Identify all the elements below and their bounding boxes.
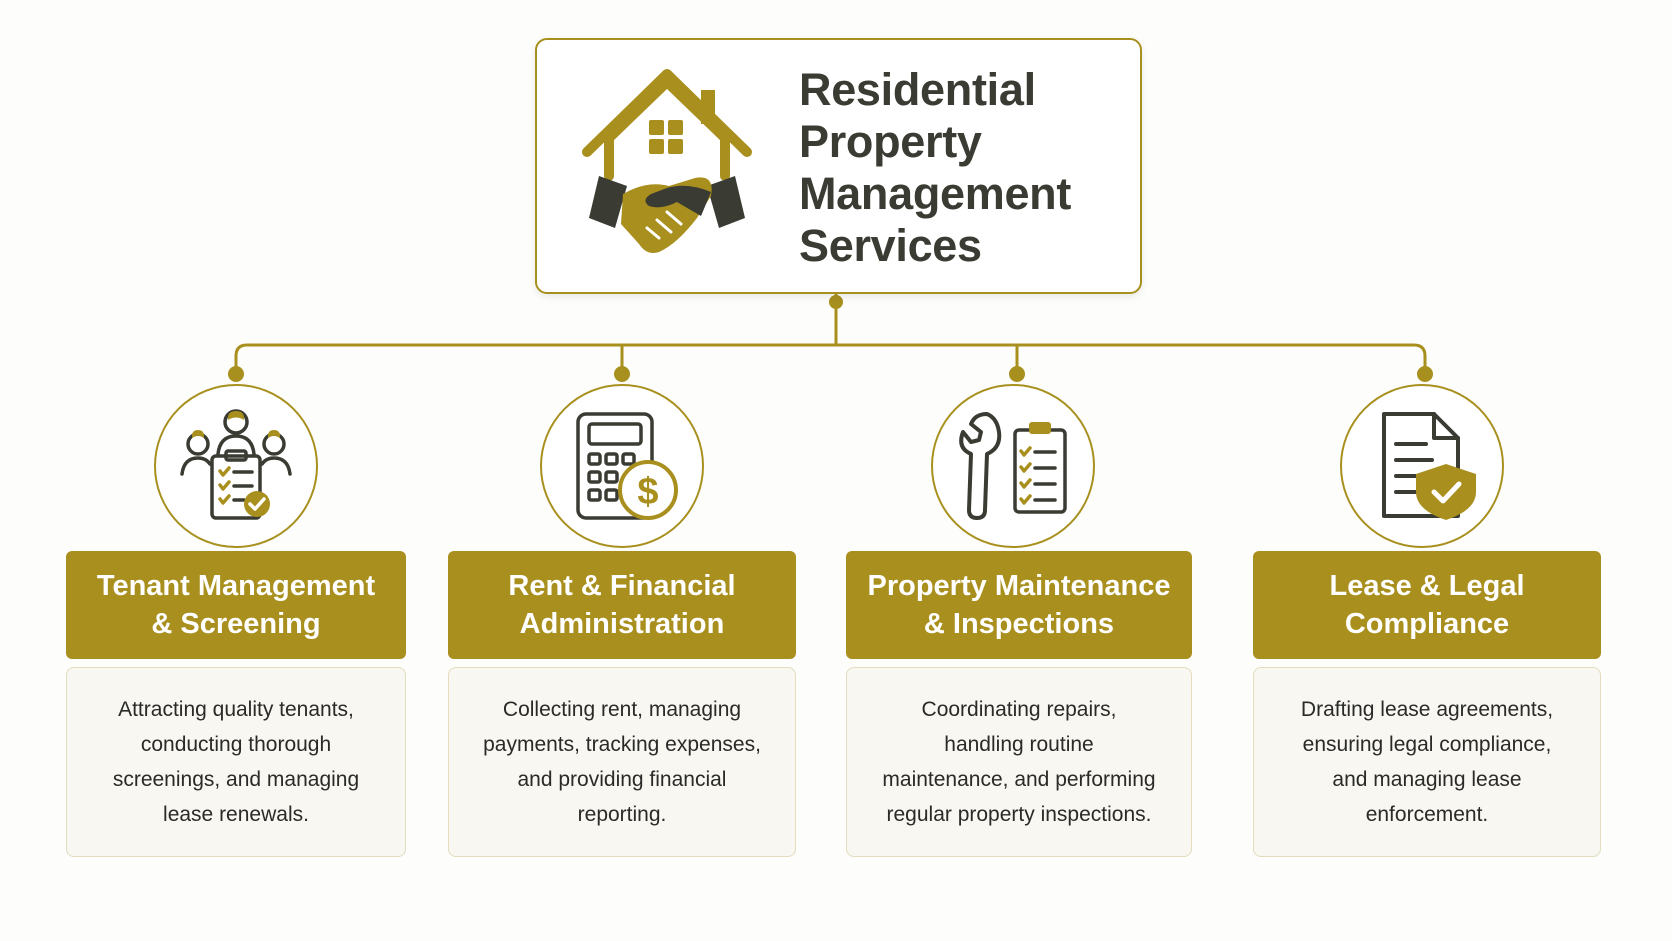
category-description-lease: Drafting lease agreements, ensuring lega… bbox=[1253, 667, 1601, 857]
category-header-line-2: Compliance bbox=[1344, 608, 1510, 640]
category-header-maintenance: Property Maintenance & Inspections bbox=[846, 551, 1192, 659]
category-header-line-1: Tenant Management bbox=[96, 570, 376, 602]
title-line-2: Property bbox=[799, 116, 982, 167]
title-line-4: Services bbox=[799, 220, 982, 271]
icon-circle-tenant bbox=[154, 384, 318, 548]
category-description-tenant: Attracting quality tenants, conducting t… bbox=[66, 667, 406, 857]
category-header-tenant: Tenant Management & Screening bbox=[66, 551, 406, 659]
icon-circle-lease bbox=[1340, 384, 1504, 548]
root-node: Residential Property Management Services bbox=[535, 38, 1142, 294]
category-header-line-1: Rent & Financial bbox=[508, 570, 736, 602]
house-handshake-icon bbox=[582, 69, 752, 253]
category-header-line-1: Lease & Legal bbox=[1329, 570, 1525, 602]
icon-circle-rent: $ bbox=[540, 384, 704, 548]
svg-text:$: $ bbox=[637, 471, 658, 513]
title-line-1: Residential bbox=[799, 64, 1036, 115]
category-description-rent: Collecting rent, managing payments, trac… bbox=[448, 667, 796, 857]
category-header-line-2: & Screening bbox=[151, 608, 321, 640]
category-description-maintenance: Coordinating repairs, handling routine m… bbox=[846, 667, 1192, 857]
calculator-dollar-icon: $ bbox=[576, 412, 678, 520]
page-title: Residential Property Management Services bbox=[799, 64, 1129, 272]
category-header-lease: Lease & Legal Compliance bbox=[1253, 551, 1601, 659]
wrench-checklist-icon bbox=[959, 412, 1067, 520]
category-header-line-2: Administration bbox=[519, 608, 725, 640]
document-shield-icon bbox=[1382, 412, 1476, 520]
category-header-line-2: & Inspections bbox=[923, 608, 1115, 640]
category-header-rent: Rent & Financial Administration bbox=[448, 551, 796, 659]
category-header-line-1: Property Maintenance bbox=[867, 570, 1171, 602]
title-line-3: Management bbox=[799, 168, 1072, 219]
tenant-screening-icon bbox=[180, 409, 292, 520]
icon-circle-maintenance bbox=[931, 384, 1095, 548]
